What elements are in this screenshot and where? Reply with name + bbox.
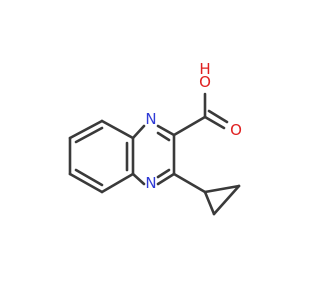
cyclopropyl-group (172, 172, 241, 216)
double-bond-c8a-c8-inner (74, 126, 104, 144)
bond-c3-n4 (156, 172, 176, 186)
bond-c2-ccarboxyl (172, 115, 207, 137)
atom-label-n4: N (145, 174, 156, 192)
bond-c3-ccyclopropyl (172, 172, 207, 194)
pyrazine-ring (131, 124, 176, 186)
bond-c8a-c8 (68, 119, 104, 140)
carboxylic-acid-group (172, 92, 229, 137)
bond-c4a-c8a (100, 119, 135, 140)
bond-c7-c6 (68, 172, 104, 194)
double-bond-n1-c2-inner (156, 131, 171, 142)
bond-cyclopropyl-side-left (203, 190, 216, 216)
atom-label-o-carbonyl: O (230, 121, 242, 139)
atom-label-n1: N (145, 110, 156, 128)
atom-label-o-hydroxyl: O (199, 73, 211, 91)
bond-n4-c4a (131, 172, 146, 186)
bond-ccarboxyl-ocarbonyl (203, 115, 226, 130)
double-bond-c3-n4-inner (156, 168, 171, 179)
bond-c8a-n1 (131, 124, 146, 140)
double-bond-c7-c6-inner (74, 168, 104, 187)
atom-label-h-hydroxyl: H (199, 60, 210, 78)
bond-cyclopropyl-base (212, 184, 241, 216)
bond-c6-c5 (100, 172, 135, 194)
double-bond-ccarboxyl-ocarbonyl (207, 109, 229, 124)
bond-cyclopropyl-side-right (203, 184, 241, 194)
molecule-structure-diagram: N N O H O (68, 60, 242, 216)
benzene-ring (68, 119, 135, 194)
bond-n1-c2 (156, 124, 176, 137)
